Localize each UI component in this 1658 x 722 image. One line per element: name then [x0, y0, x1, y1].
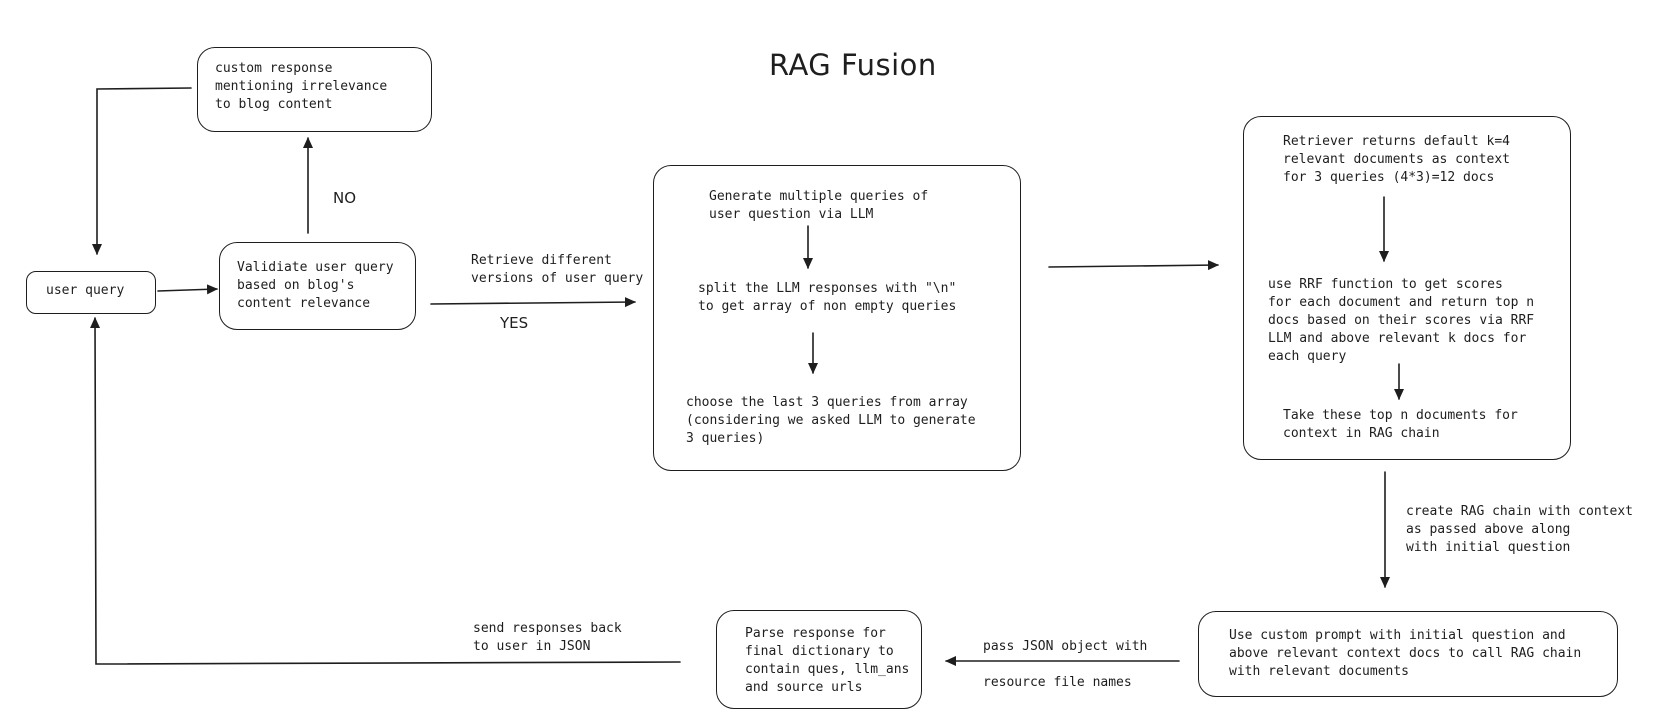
validate-box — [219, 242, 416, 330]
custom-response-text: custom response mentioning irrelevance t… — [215, 61, 388, 112]
validate-text: Validiate user query based on blog's con… — [237, 260, 394, 311]
edge-multi-query-to-retrieval — [1048, 260, 1219, 271]
user-query-text: user query — [46, 283, 125, 298]
choose-queries-text: choose the last 3 queries from array (co… — [686, 395, 976, 446]
custom-prompt-text: Use custom prompt with initial question … — [1229, 628, 1582, 679]
edge-label-pass-json: pass JSON object with — [983, 639, 1148, 654]
edge-label-no: NO — [333, 189, 357, 207]
edge-parse-to-user-query — [90, 317, 681, 665]
edge-label-resource-file-names: resource file names — [983, 675, 1132, 690]
retriever-text: Retriever returns default k=4 relevant d… — [1283, 134, 1510, 185]
take-top-n-text: Take these top n documents for context i… — [1283, 408, 1518, 441]
retrieval-box — [1243, 116, 1571, 460]
edge-validate-to-multi-query-yes — [430, 297, 636, 308]
rrf-text: use RRF function to get scores for each … — [1268, 277, 1535, 364]
edge-label-yes: YES — [500, 314, 529, 332]
parse-response-box — [716, 610, 922, 709]
multi-query-box — [653, 165, 1021, 471]
custom-response-box — [197, 47, 432, 132]
generate-queries-text: Generate multiple queries of user questi… — [709, 189, 929, 222]
diagram-title: RAG Fusion — [769, 48, 937, 82]
edge-label-retrieve-versions: Retrieve different versions of user quer… — [471, 253, 644, 286]
custom-prompt-box — [1198, 611, 1618, 697]
parse-response-text: Parse response for final dictionary to c… — [745, 626, 910, 695]
edge-custom-response-to-user-query — [92, 87, 192, 255]
edge-label-send-back: send responses back to user in JSON — [473, 621, 622, 654]
edge-user-query-to-validate — [157, 284, 218, 295]
split-responses-text: split the LLM responses with "\n" to get… — [698, 281, 957, 314]
edge-label-create-rag-chain: create RAG chain with context as passed … — [1406, 504, 1633, 555]
user-query-box — [26, 271, 156, 314]
